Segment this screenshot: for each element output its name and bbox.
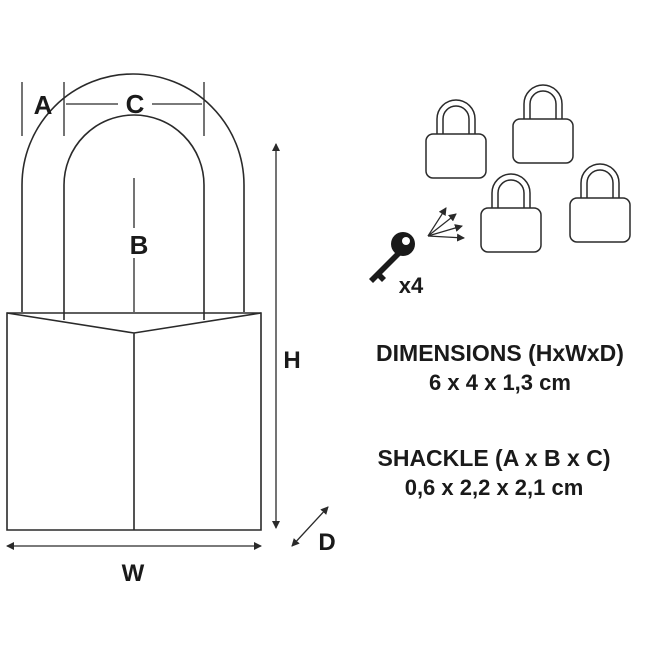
- padlock-body: [6, 312, 262, 531]
- key-icon: [369, 232, 415, 283]
- small-padlock-icon: [480, 173, 542, 253]
- label-h: H: [283, 347, 300, 374]
- dimensions-title: DIMENSIONS (HxWxD): [376, 340, 624, 366]
- shackle-outer: [21, 73, 245, 312]
- dimensions-value: 6 x 4 x 1,3 cm: [429, 370, 571, 395]
- shackle-inner: [63, 114, 205, 320]
- key-count-label: x4: [399, 273, 424, 298]
- shackle-spec: SHACKLE (A x B x C) 0,6 x 2,2 x 2,1 cm: [334, 443, 654, 503]
- small-padlock-icon: [569, 163, 631, 243]
- d-arrow: [291, 506, 329, 547]
- small-padlock-icon: [512, 84, 574, 164]
- shackle-title: SHACKLE (A x B x C): [377, 445, 611, 471]
- padlock-set: [425, 84, 631, 253]
- label-b: B: [130, 230, 149, 260]
- shackle-value: 0,6 x 2,2 x 2,1 cm: [404, 475, 584, 500]
- fan-arrows-icon: [427, 207, 465, 242]
- label-d: D: [318, 529, 335, 556]
- label-a: A: [34, 90, 53, 120]
- small-padlock-icon: [425, 99, 487, 179]
- label-w: W: [122, 560, 145, 587]
- large-padlock: [6, 73, 262, 531]
- dimensions-spec: DIMENSIONS (HxWxD) 6 x 4 x 1,3 cm: [340, 338, 660, 398]
- dimension-lines: [6, 82, 329, 550]
- body-facet: [6, 312, 262, 530]
- label-c: C: [126, 89, 145, 119]
